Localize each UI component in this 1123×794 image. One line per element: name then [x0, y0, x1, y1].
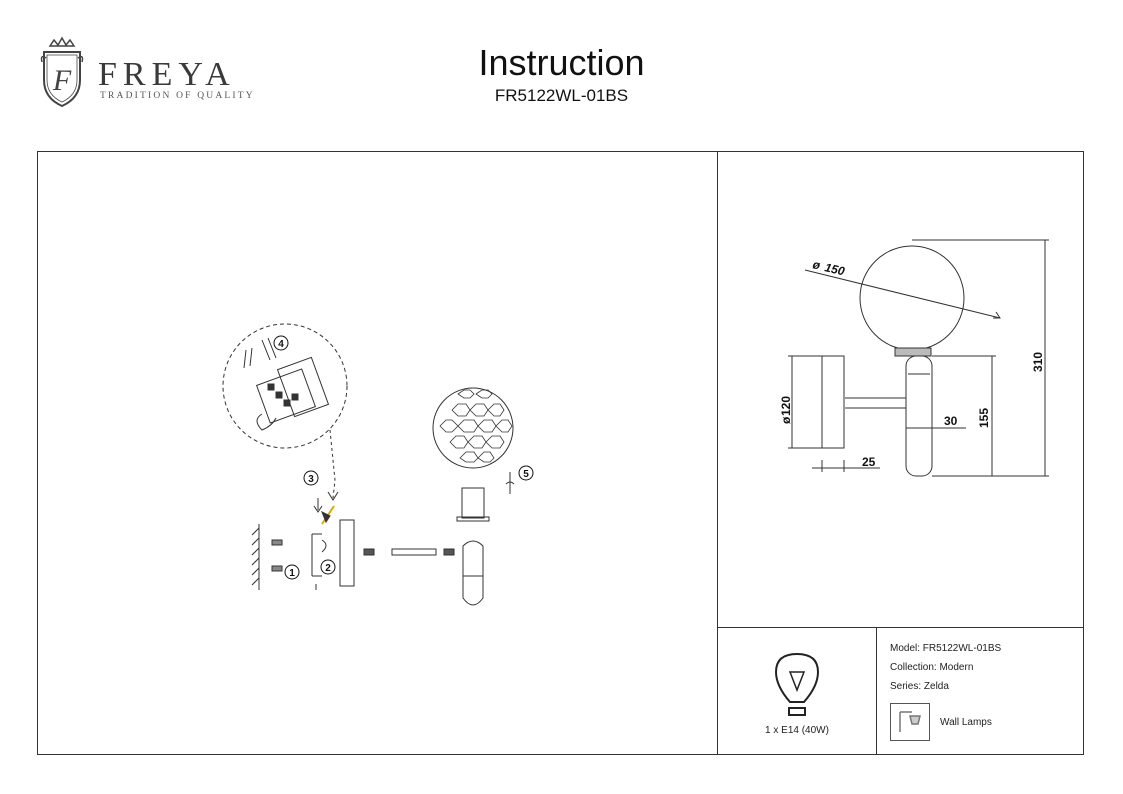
bulb-spec: 1 x E14 (40W) — [765, 725, 829, 736]
model-code: FR5122WL-01BS — [494, 86, 629, 105]
dim-plate-diameter: 120 — [779, 396, 793, 416]
brand-tagline: TRADITION OF QUALITY — [100, 91, 255, 101]
detail-arrow — [329, 429, 336, 499]
dim-total-height: 310 — [1031, 352, 1045, 372]
step-2-marker — [320, 559, 336, 575]
wall-plate — [339, 519, 355, 587]
step-3-marker — [303, 470, 319, 486]
crest-letter: F — [52, 64, 72, 97]
crest-icon: F — [40, 36, 84, 108]
mounting-bracket — [311, 533, 322, 577]
dimension-drawing — [788, 239, 1049, 477]
body-tube — [461, 487, 485, 519]
bulb-icon — [774, 652, 820, 716]
step-5-label: 5 — [523, 469, 529, 480]
spec-model: Model: FR5122WL-01BS — [890, 643, 1002, 654]
step-2-label: 2 — [325, 563, 331, 574]
detail-circle — [222, 323, 348, 449]
dim-globe-diameter: 150 — [823, 260, 846, 278]
globe-honeycomb — [432, 387, 514, 469]
divider-spec — [876, 627, 877, 755]
spec-series: Series: Zelda — [890, 681, 949, 692]
wall-plate-outline — [821, 355, 845, 449]
step-4-label: 4 — [278, 339, 284, 350]
page-title: Instruction — [478, 42, 645, 83]
dimension-labels: ø 150 ø 120 30 25 155 310 — [779, 257, 1045, 469]
dim-arm-depth: 30 — [944, 414, 958, 428]
wall-lamp-icon — [899, 711, 921, 732]
divider-vertical — [717, 151, 718, 755]
step-1-marker — [284, 564, 300, 580]
assembly-diagram — [222, 323, 515, 606]
terminal-block — [255, 368, 317, 424]
globe-outline — [859, 245, 965, 351]
step-1-label: 1 — [289, 568, 295, 579]
brand-name: FREYA — [98, 56, 236, 93]
type-icon-box — [890, 703, 930, 741]
dim-lower-height: 155 — [977, 408, 991, 428]
arm — [391, 548, 437, 556]
wall-hatch — [251, 524, 260, 590]
brand-logo: F FREYA TRADITION OF QUALITY — [36, 36, 276, 116]
instruction-frame — [37, 151, 1084, 755]
dim-plate-symbol: ø — [779, 416, 793, 424]
spec-collection: Collection: Modern — [890, 662, 974, 673]
step-4-marker — [273, 335, 289, 351]
divider-horizontal — [717, 627, 1084, 628]
step-5-marker — [518, 465, 534, 481]
step-3-label: 3 — [308, 474, 314, 485]
dim-plate-depth: 25 — [862, 455, 876, 469]
lamp-body — [905, 355, 933, 477]
spec-type: Wall Lamps — [940, 717, 992, 728]
dim-globe-diameter-symbol: ø — [811, 257, 822, 272]
step-markers: 1 2 3 4 5 — [273, 335, 534, 580]
